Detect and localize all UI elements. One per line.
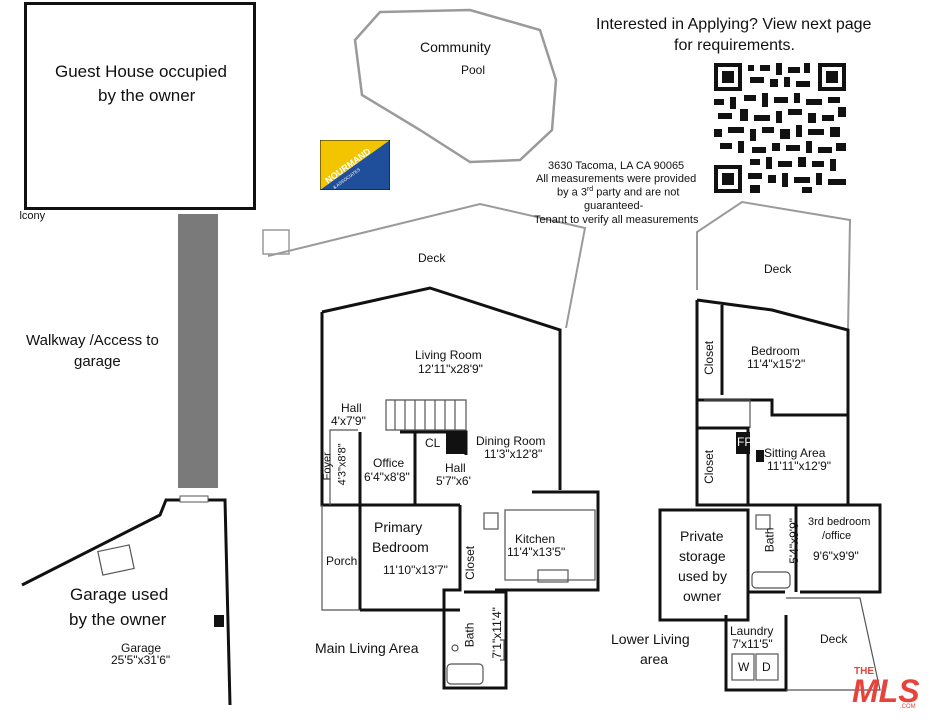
pool-name: Community — [420, 39, 491, 55]
private-storage-line4: owner — [683, 588, 722, 604]
note-line4: Tenant to verify all measurements — [534, 214, 699, 226]
hall2-dim: 5'7"x6' — [436, 474, 471, 488]
apply-line1: Interested in Applying? View next page — [596, 16, 872, 33]
laundry-label: Laundry — [730, 624, 774, 638]
main-deck-label: Deck — [418, 251, 446, 265]
foyer-label: Foyer — [321, 452, 334, 481]
primary-bedroom-line2: Bedroom — [372, 539, 429, 555]
main-closet-label: Closet — [463, 545, 478, 580]
guest-house-line2: by the owner — [98, 86, 196, 105]
lower-bath-dim: 5'4"x9'9" — [787, 518, 801, 564]
walkway-line1: Walkway /Access to — [26, 332, 159, 349]
washer-label: W — [738, 660, 750, 674]
note-line1: All measurements were provided — [536, 173, 697, 185]
garage-walls — [21, 498, 232, 706]
apply-line2: for requirements. — [674, 37, 795, 54]
kitchen-dim: 11'4"x13'5" — [507, 545, 566, 559]
laundry-dim: 7'x11'5" — [732, 637, 773, 651]
private-storage-line1: Private — [680, 528, 724, 544]
hall-dim: 4'x7'9" — [331, 414, 366, 428]
lower-deck-top: Deck — [764, 262, 792, 276]
lower-deck-bottom: Deck — [820, 632, 848, 646]
note-line3: guaranteed- — [584, 200, 644, 212]
kitchen-label: Kitchen — [515, 532, 556, 546]
pool-sub: Pool — [461, 63, 486, 77]
porch-label: Porch — [326, 554, 358, 568]
main-bath-label: Bath — [462, 622, 477, 648]
lower-bath-label: Bath — [762, 527, 777, 553]
hall-label: Hall — [341, 401, 362, 415]
private-storage-line3: used by — [678, 568, 728, 584]
bed3-line1: 3rd bedroom — [808, 516, 871, 528]
guest-house-line1: Guest House occupied — [55, 62, 227, 81]
private-storage-line2: storage — [679, 548, 726, 564]
community-pool-outline — [353, 8, 558, 164]
walkway-bar — [178, 214, 218, 488]
living-room-label: Living Room — [415, 348, 482, 362]
qr-code[interactable] — [714, 63, 846, 193]
lower-level-walls — [658, 298, 882, 692]
bed3-dim: 9'6"x9'9" — [813, 549, 859, 563]
dryer-label: D — [762, 660, 771, 674]
walkway-line2: garage — [74, 353, 121, 370]
main-deck-outline — [267, 202, 587, 329]
lower-area-line2: area — [640, 651, 669, 667]
dining-room-dim: 11'3"x12'8" — [484, 447, 543, 461]
foyer-dim: 4'3"x8'8" — [336, 443, 349, 486]
cl-label: CL — [425, 436, 441, 450]
fp-label: FP — [737, 435, 753, 449]
bed3-line2: /office — [822, 530, 852, 542]
office-label: Office — [373, 456, 405, 470]
garage-dim: 25'5"x31'6" — [111, 653, 171, 667]
garage-name: Garage — [121, 641, 162, 655]
main-area-label: Main Living Area — [315, 640, 419, 656]
living-room-dim: 12'11"x28'9" — [418, 362, 483, 376]
lower-bedroom-dim: 11'4"x15'2" — [747, 357, 806, 371]
garage-line1: Garage used — [70, 585, 169, 604]
primary-bedroom-line1: Primary — [374, 519, 423, 535]
svg-text:MLS: MLS — [852, 673, 920, 709]
balcony-label: Balcony — [6, 210, 46, 222]
office-dim: 6'4"x8'8" — [364, 470, 410, 484]
mls-sub: .COM — [900, 704, 916, 710]
garage-line2: by the owner — [69, 610, 167, 629]
lower-bedroom-label: Bedroom — [751, 344, 800, 358]
lower-deck-outline — [696, 200, 852, 331]
lower-closet-top: Closet — [702, 340, 717, 375]
nourmand-logo: NOURMAND & ASSOCIATES — [320, 140, 390, 190]
main-bath-dim: 7'1"x11'4" — [489, 607, 504, 659]
mls-logo: THE MLS .COM — [852, 666, 920, 710]
sitting-area-dim: 11'11"x12'9" — [767, 459, 832, 473]
hall2-label: Hall — [445, 461, 466, 475]
dining-room-label: Dining Room — [476, 434, 546, 448]
lower-closet-mid: Closet — [702, 449, 717, 484]
note-line2: by a 3rd party and are not — [557, 186, 680, 199]
guest-house-box — [24, 2, 256, 210]
sitting-area-label: Sitting Area — [764, 446, 826, 460]
primary-bedroom-dim: 11'10"x13'7" — [383, 563, 448, 577]
address-text: 3630 Tacoma, LA CA 90065 — [548, 160, 685, 172]
lower-area-line1: Lower Living — [611, 631, 690, 647]
mls-the: THE — [854, 666, 874, 677]
